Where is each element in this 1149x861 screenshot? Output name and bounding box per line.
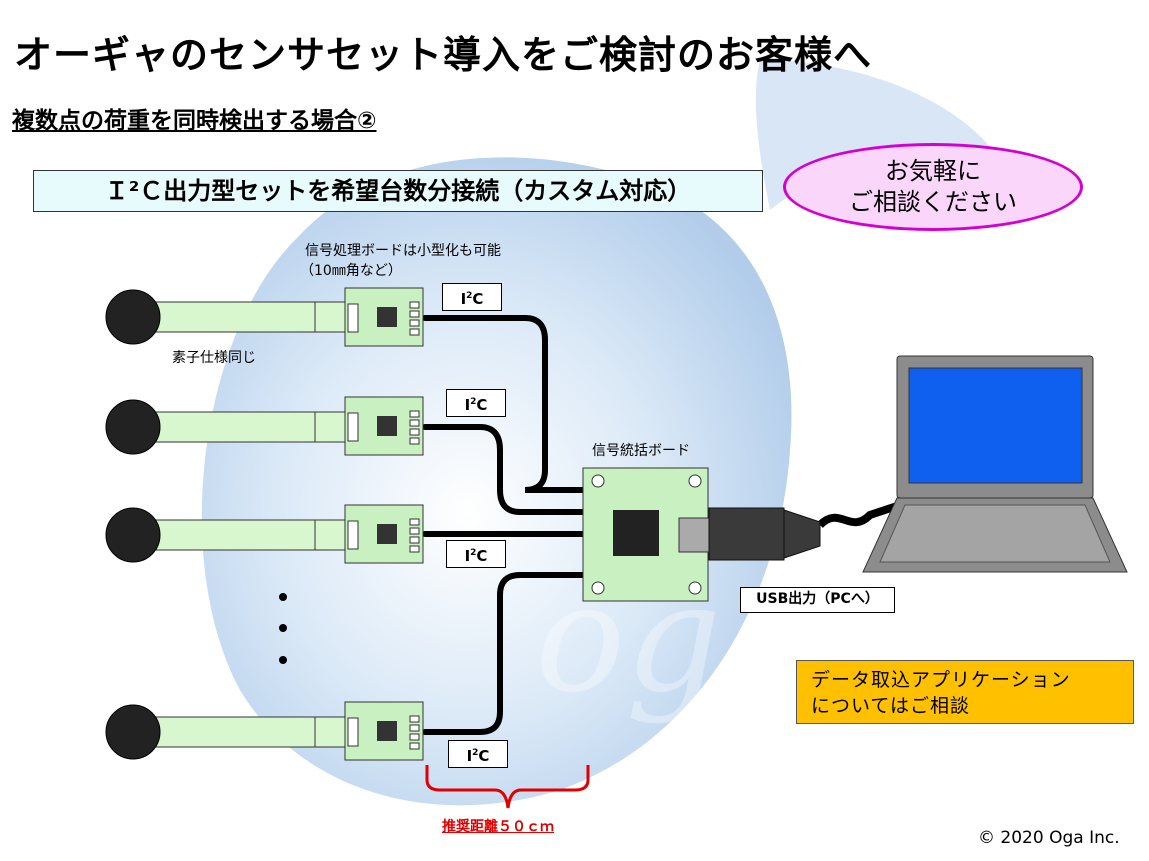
hub-board (582, 467, 712, 602)
signal-board-4 (344, 701, 424, 761)
usb-plug (708, 507, 821, 561)
consult-bubble: お気軽に ご相談ください (783, 143, 1083, 231)
board-note-line-1: 信号処理ボードは小型化も可能 (305, 243, 501, 259)
distance-label: 推奨距離５０ｃｍ (442, 819, 554, 835)
i2c-label-4: I2C (448, 740, 508, 768)
sensor-4 (105, 704, 353, 760)
app-note-line-2: についてはご相談 (811, 695, 971, 717)
i2c-label-1: I2C (442, 283, 502, 311)
sensor-3 (105, 507, 353, 563)
cable-2 (422, 424, 588, 515)
signal-board-2 (344, 396, 424, 456)
cable-4 (422, 572, 588, 735)
more-sensors-dots (279, 593, 287, 664)
distance-brace (425, 765, 590, 809)
app-note: データ取込アプリケーション についてはご相談 (796, 660, 1134, 724)
page-subtitle: 複数点の荷重を同時検出する場合② (12, 108, 377, 134)
signal-board-3 (344, 504, 424, 564)
i2c-cables (422, 315, 588, 735)
i2c-label-2: I2C (446, 389, 506, 417)
laptop-icon (862, 355, 1128, 573)
sensor-2 (105, 399, 353, 455)
page-title: オーギャのセンサセット導入をご検討のお客様へ (14, 33, 873, 77)
sensor-1 (105, 289, 353, 345)
bubble-line-2: ご相談ください (849, 188, 1017, 216)
board-note-line-2: （10㎜角など） (300, 263, 402, 279)
cable-1 (422, 315, 588, 493)
hub-label: 信号統括ボード (592, 443, 690, 459)
bubble-line-1: お気軽に (885, 157, 981, 185)
signal-board-1 (344, 287, 424, 347)
copyright: © 2020 Oga Inc. (978, 828, 1120, 848)
app-note-line-1: データ取込アプリケーション (811, 669, 1071, 691)
section-banner: Ｉ²Ｃ出力型セットを希望台数分接続（カスタム対応） (33, 170, 763, 212)
usb-cable (817, 501, 902, 529)
usb-output-label: USB出力（PCへ） (740, 587, 895, 613)
sensor-note: 素子仕様同じ (172, 350, 256, 366)
i2c-label-3: I2C (446, 540, 506, 568)
